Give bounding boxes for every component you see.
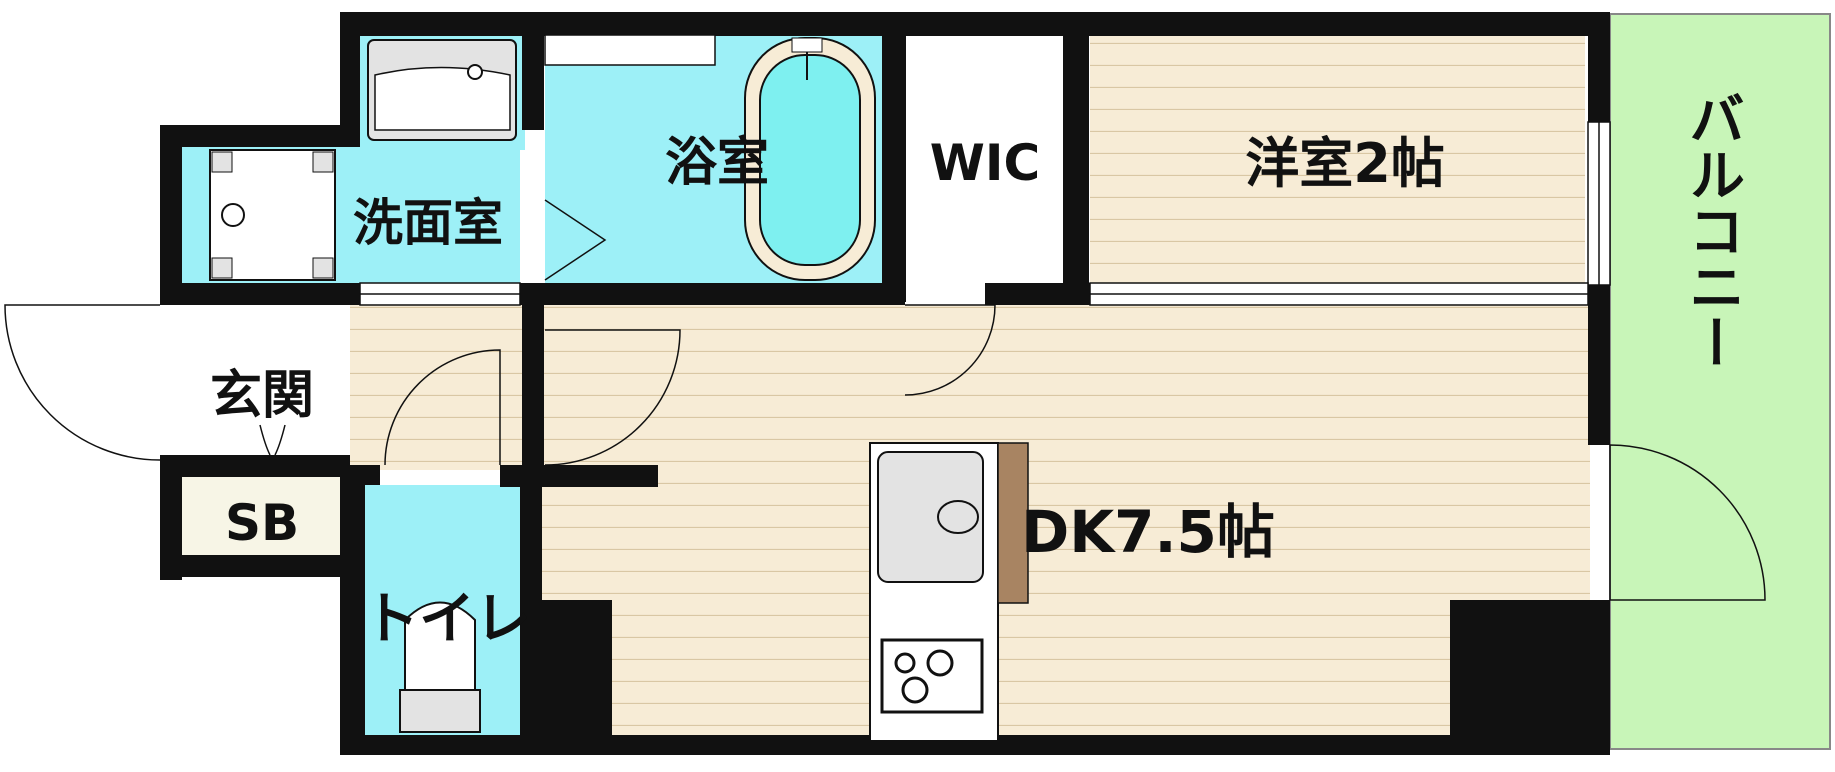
entrance-door[interactable] bbox=[4, 304, 161, 461]
kitchen-sink bbox=[877, 451, 984, 583]
toilet-door[interactable] bbox=[384, 349, 501, 466]
western-room-floor bbox=[1090, 35, 1585, 300]
toilet-label: トイレ bbox=[363, 587, 531, 652]
shoe-box-label: SB bbox=[225, 494, 299, 552]
doors bbox=[4, 199, 1766, 601]
wic-door[interactable] bbox=[904, 304, 996, 396]
toilet-tank bbox=[399, 689, 481, 733]
fixtures bbox=[209, 37, 1029, 742]
bath-door[interactable] bbox=[544, 199, 607, 281]
balcony-door[interactable] bbox=[1609, 444, 1766, 601]
room-labels: 洗面室 浴室 WIC 洋室2帖 玄関 SB トイレ DK7.5帖 バルコニー bbox=[210, 90, 1745, 652]
wic-floor bbox=[905, 35, 1065, 285]
washroom-label: 洗面室 bbox=[353, 194, 503, 252]
gas-stove bbox=[880, 638, 984, 714]
shoe-box-floor bbox=[180, 475, 340, 555]
balcony-label: バルコニー bbox=[1680, 90, 1745, 370]
hallway-floor bbox=[350, 300, 535, 470]
entrance-label: 玄関 bbox=[210, 366, 314, 426]
dk-door[interactable] bbox=[544, 329, 681, 466]
entrance-floor bbox=[180, 300, 350, 460]
toilet-bowl bbox=[404, 601, 476, 691]
wic-label: WIC bbox=[930, 134, 1040, 192]
western-room-label: 洋室2帖 bbox=[1245, 132, 1445, 195]
walls bbox=[160, 12, 1610, 755]
windows bbox=[359, 34, 1611, 306]
balcony-floor bbox=[1609, 13, 1831, 750]
bath-label: 浴室 bbox=[665, 133, 769, 193]
dining-kitchen-label: DK7.5帖 bbox=[1021, 498, 1275, 566]
kitchen-backsplash bbox=[997, 442, 1029, 604]
dining-kitchen-floor bbox=[540, 305, 1590, 740]
